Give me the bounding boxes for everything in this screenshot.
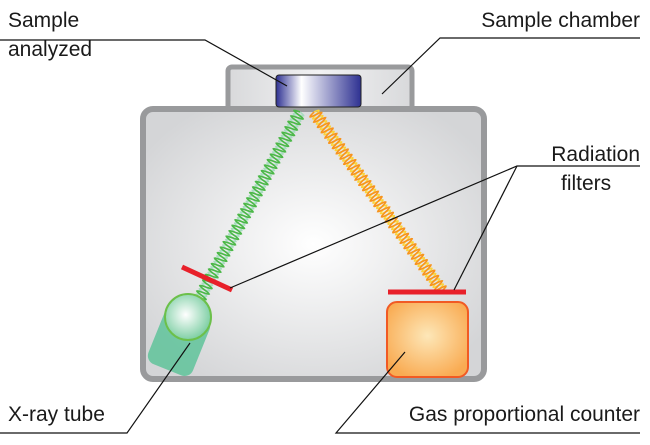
label-filters-line1: Radiation bbox=[551, 143, 640, 166]
label-x-ray-tube: X-ray tube bbox=[8, 403, 105, 426]
fluorescence-beam-wave bbox=[309, 111, 447, 292]
label-sample-line2: analyzed bbox=[8, 38, 92, 61]
label-filters-line2: filters bbox=[561, 172, 611, 195]
label-sample-chamber: Sample chamber bbox=[481, 9, 640, 32]
leader-tube bbox=[0, 342, 191, 434]
leader-counter bbox=[334, 351, 640, 434]
leader-sample bbox=[0, 39, 288, 87]
x-ray-tube-head bbox=[164, 293, 212, 341]
gas-proportional-counter bbox=[386, 301, 469, 378]
sample-analyzed bbox=[275, 74, 362, 108]
leader-filter-right bbox=[453, 165, 518, 291]
primary-beam-wave bbox=[195, 109, 305, 301]
label-gas-proportional-counter: Gas proportional counter bbox=[409, 403, 640, 426]
radiation-filter-left bbox=[180, 264, 234, 293]
beams bbox=[195, 109, 447, 301]
leader-chamber bbox=[381, 37, 640, 95]
label-sample-line1: Sample bbox=[8, 9, 79, 32]
